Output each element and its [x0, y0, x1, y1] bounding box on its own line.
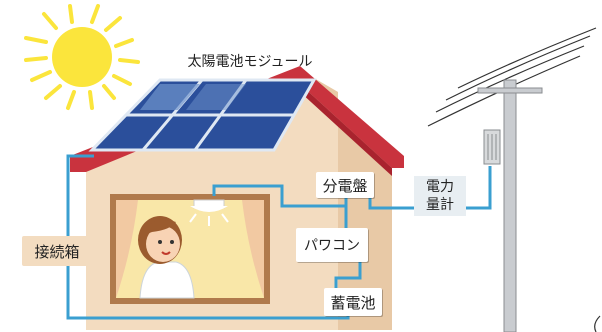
utility-pole-icon [427, 27, 601, 332]
power-meter-label-line2: 量計 [426, 197, 454, 213]
power-meter-label-line1: 電力 [426, 179, 454, 195]
person-icon [138, 216, 195, 299]
junction-box: 接続箱 [22, 236, 92, 266]
storage-battery-box: 蓄電池 [324, 288, 382, 316]
sun-icon [24, 4, 140, 110]
distribution-board-box: 分電盤 [316, 172, 374, 198]
power-meter-box: 電力 量計 [414, 176, 466, 216]
power-conditioner-box: パワコン [296, 228, 368, 262]
solar-module-label: 太陽電池モジュール [187, 54, 313, 70]
ceiling-light-icon [189, 199, 229, 226]
solar-panel-icon [88, 78, 317, 152]
